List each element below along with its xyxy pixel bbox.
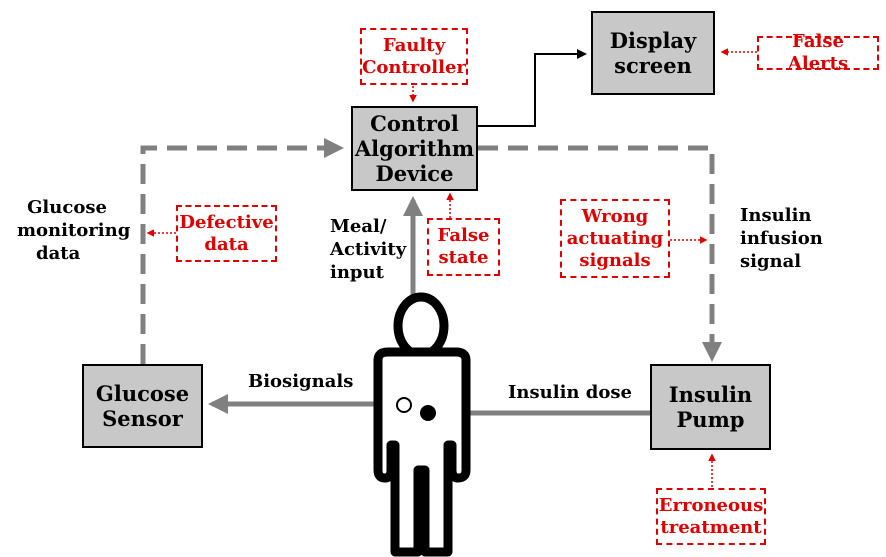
label-insulin-dose: Insulin dose (508, 382, 632, 403)
label-insulin-infusion-signal: Insulin infusion signal (740, 204, 823, 273)
erroneous-treatment-line1: Erroneous (658, 494, 764, 516)
glucose-monitoring-line3: data (36, 243, 81, 264)
display-screen-block: Display screen (591, 11, 715, 95)
control-algorithm-device-block: Control Algorithm Device (351, 106, 478, 191)
false-state-line2: state (438, 247, 489, 268)
glucose-data-path (140, 138, 344, 364)
faulty-controller-line2: Controller (362, 56, 466, 78)
fault-wrong-actuating-signals: Wrong actuating signals (560, 199, 670, 278)
fault-defective-data: Defective data (176, 205, 277, 262)
pump-line1: Insulin (668, 382, 753, 407)
label-glucose-monitoring-data: Glucose monitoring data (17, 196, 131, 265)
sensor-point (396, 397, 412, 413)
infusion-line3: signal (740, 251, 802, 272)
infusion-line2: infusion (740, 228, 823, 249)
display-line1: Display (609, 28, 697, 53)
fault-erroneous-treatment: Erroneous treatment (656, 488, 766, 545)
controller-line2: Algorithm (354, 136, 475, 161)
wrong-signals-line1: Wrong (581, 205, 649, 227)
patient-figure (373, 292, 471, 557)
label-meal-activity-input: Meal/ Activity input (330, 215, 406, 284)
fault-false-alerts: False Alerts (757, 31, 879, 74)
glucose-sensor-block: Glucose Sensor (82, 364, 203, 448)
fault-false-state: False state (427, 218, 500, 276)
erroneous-treatment-line2: treatment (660, 516, 762, 538)
insulin-pump-block: Insulin Pump (650, 364, 771, 450)
label-biosignals: Biosignals (248, 371, 354, 392)
display-link (478, 49, 587, 127)
controller-line1: Control (370, 111, 459, 136)
faulty-controller-line1: Faulty (382, 34, 446, 56)
fault-faulty-controller: Faulty Controller (360, 28, 468, 85)
meal-line3: input (330, 262, 384, 283)
glucose-monitoring-line1: Glucose (27, 197, 107, 218)
sensor-line1: Glucose (95, 381, 190, 406)
meal-line2: Activity (330, 239, 407, 260)
infusion-line1: Insulin (740, 205, 812, 226)
insulin-infusion-path (478, 145, 722, 362)
wrong-signals-line2: actuating (566, 227, 664, 249)
pump-point (420, 405, 436, 421)
controller-line3: Device (375, 161, 454, 186)
display-line2: screen (614, 53, 692, 78)
wrong-signals-line3: signals (579, 249, 651, 271)
false-alerts-line1: False Alerts (787, 31, 849, 74)
false-state-line1: False (437, 225, 490, 246)
meal-line1: Meal/ (330, 216, 387, 237)
defective-data-line1: Defective (179, 211, 274, 233)
sensor-line2: Sensor (102, 406, 183, 431)
glucose-monitoring-line2: monitoring (17, 220, 131, 241)
defective-data-line2: data (204, 233, 249, 255)
pump-line2: Pump (676, 407, 745, 432)
